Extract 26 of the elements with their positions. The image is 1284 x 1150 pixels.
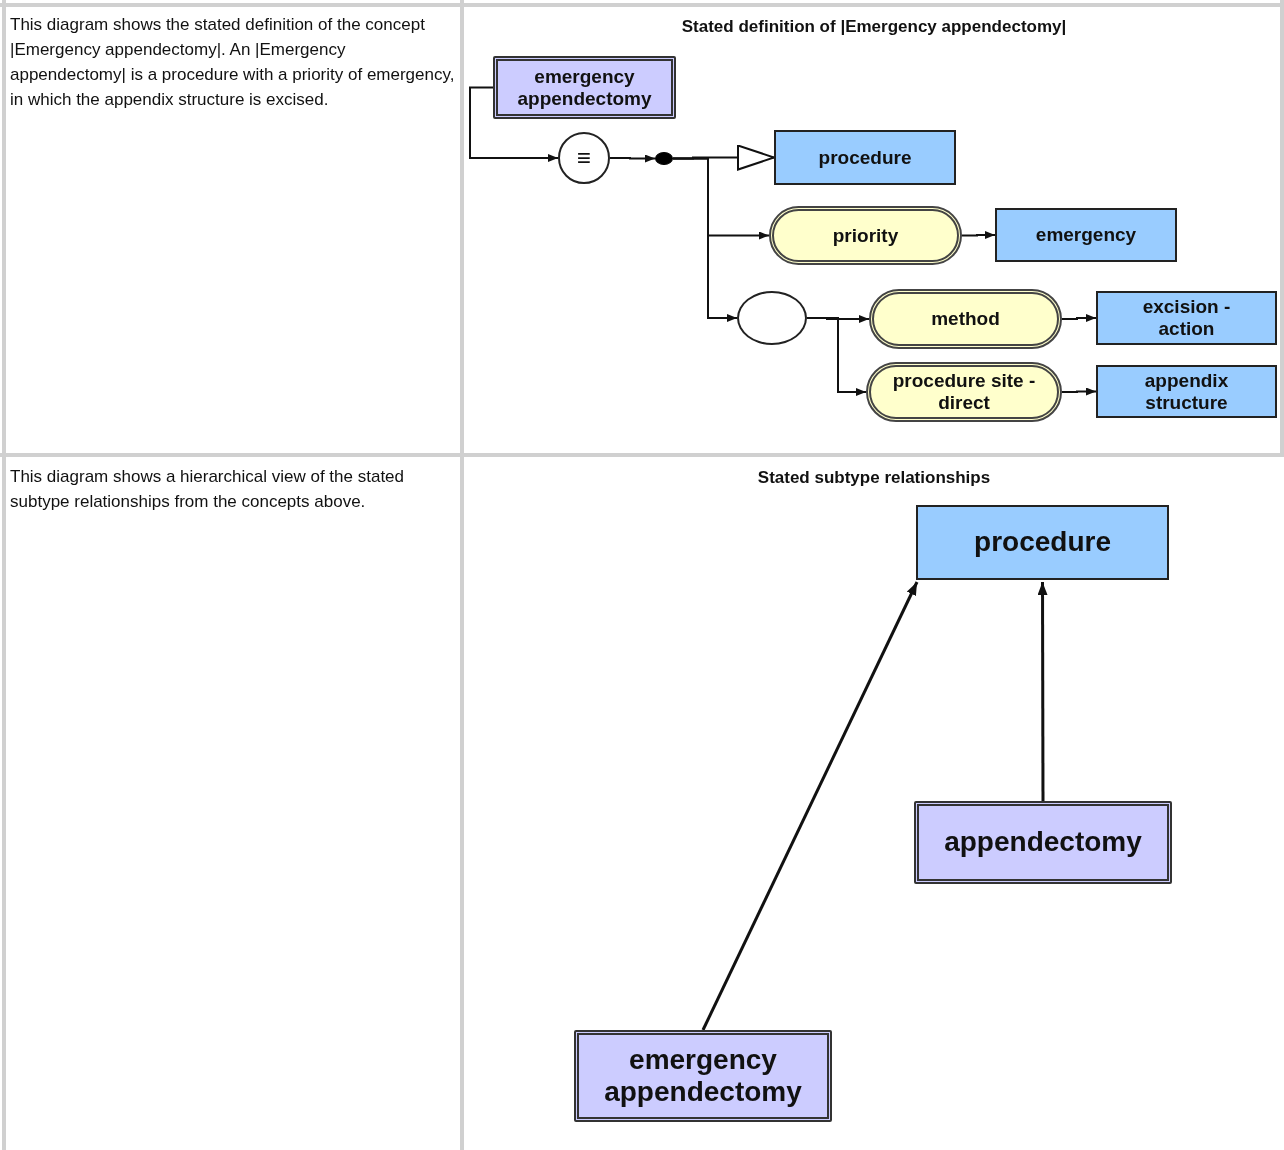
arrow bbox=[961, 231, 996, 239]
arrow bbox=[1061, 387, 1097, 396]
concept-box: excision - action bbox=[1096, 291, 1277, 345]
concept-box: emergency appendectomy bbox=[574, 1030, 832, 1122]
attribute-pill: priority bbox=[769, 206, 962, 265]
concept-box: emergency bbox=[995, 208, 1177, 262]
arrow bbox=[1037, 582, 1048, 801]
attribute-pill: procedure site - direct bbox=[866, 362, 1062, 422]
arrow bbox=[672, 157, 738, 322]
arrow bbox=[806, 317, 867, 396]
diagram-heading: Stated subtype relationships bbox=[756, 467, 992, 489]
attribute-pill: method bbox=[869, 289, 1062, 349]
concept-box: appendix structure bbox=[1096, 365, 1277, 418]
conjunction-dot bbox=[655, 152, 673, 165]
diagram-heading: Stated definition of |Emergency appendectomy| bbox=[680, 16, 1068, 38]
equivalence-circle: ≡ bbox=[558, 132, 610, 184]
arrow bbox=[1061, 314, 1097, 322]
arrow bbox=[469, 86, 559, 162]
description-text: This diagram shows the stated definition of the concept |Emergency appendectomy|. An |Emergency appendectomy| is a procedure with a priority of emergency, in which the appendix structure is excised. bbox=[10, 14, 455, 111]
concept-box: procedure bbox=[916, 505, 1169, 580]
arrow bbox=[609, 154, 656, 163]
description-text: This diagram shows a hierarchical view of the stated subtype relationships from the concepts above. bbox=[10, 466, 405, 513]
concept-box: emergency appendectomy bbox=[493, 56, 676, 119]
concept-box: procedure bbox=[774, 130, 956, 185]
concept-box: appendectomy bbox=[914, 801, 1172, 884]
arrow bbox=[701, 581, 919, 1031]
